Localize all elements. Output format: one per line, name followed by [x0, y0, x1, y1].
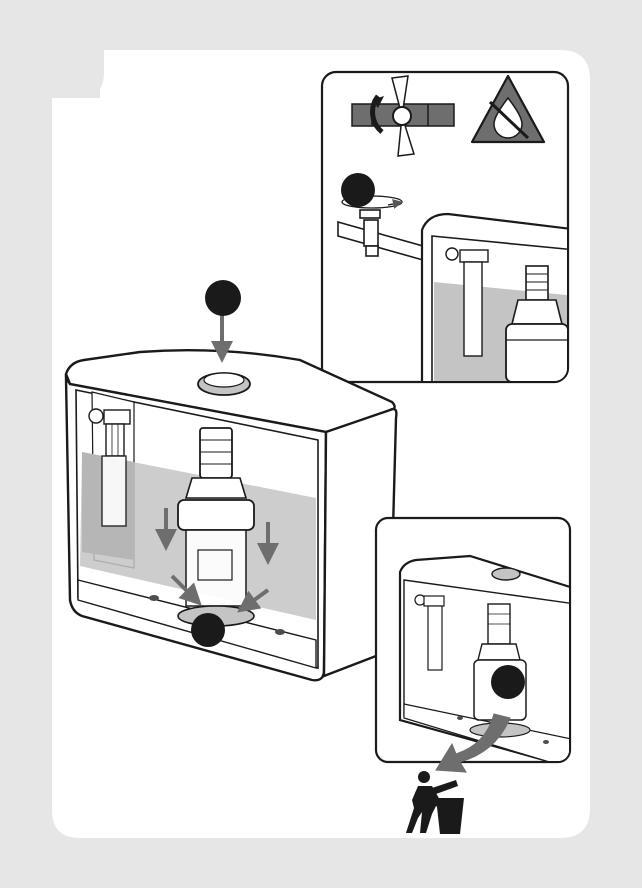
- inset-lift-out: [376, 518, 580, 770]
- press-button-badge: [205, 280, 241, 316]
- close-valve-badge: [341, 173, 375, 207]
- corner-tab: [52, 50, 104, 98]
- lift-out-badge: [491, 665, 525, 699]
- inset-close-valve: [322, 72, 580, 390]
- remove-valve-badge: [191, 613, 225, 647]
- flush-button: [198, 373, 250, 395]
